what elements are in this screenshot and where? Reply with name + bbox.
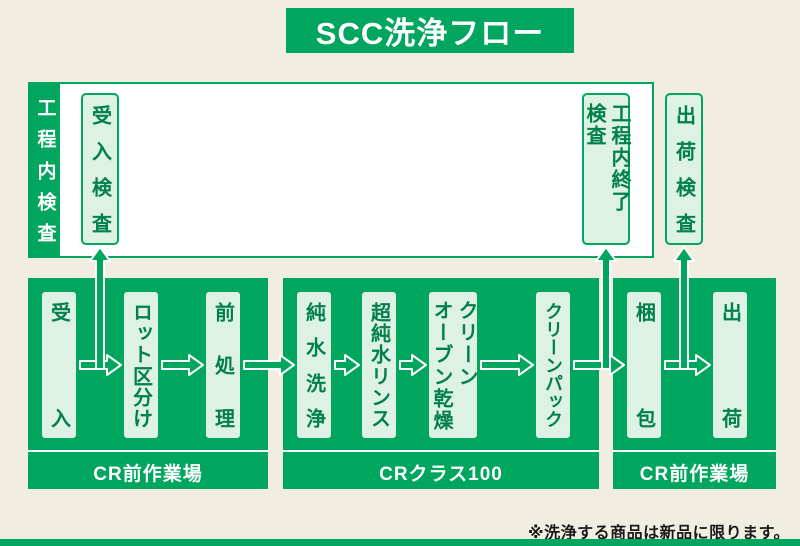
bottom-accent-bar xyxy=(0,539,800,546)
step-box-shipping: 出荷 xyxy=(711,290,749,440)
step-box-clean-oven-drying: クリーン オーブン乾燥 xyxy=(427,290,479,440)
step-label: 出荷 xyxy=(718,302,741,428)
in-process-inspection-strip: 工程内検査 xyxy=(30,84,60,256)
zone-divider xyxy=(613,450,776,452)
step-label: 前処理 xyxy=(211,302,234,428)
page-title: SCC洗浄フロー xyxy=(286,8,574,53)
inspection-panel: 工程内検査 xyxy=(28,82,654,258)
step-box-ultrapure-water-rinse: 超純水リンス xyxy=(360,290,398,440)
step-label: 受入 xyxy=(47,302,70,428)
step-label: 超純水リンス xyxy=(367,302,390,428)
step-box-lot-sorting: ロット区分け xyxy=(122,290,160,440)
step-box-packing: 梱包 xyxy=(625,290,663,440)
footnote: ※洗浄する商品は新品に限ります。 xyxy=(528,525,790,542)
step-box-clean-pack: クリーンパック xyxy=(534,290,572,440)
step-label: ロット区分け xyxy=(129,302,152,428)
zone-label: CR前作業場 xyxy=(93,464,203,485)
final-inspection-label: 工程内終了 検査 xyxy=(583,103,630,213)
in-process-inspection-label: 工程内検査 xyxy=(34,98,56,242)
incoming-inspection-box: 受入検査 xyxy=(81,93,119,245)
step-box-pure-water-washing: 純水洗浄 xyxy=(295,290,333,440)
step-box-pretreatment: 前処理 xyxy=(204,290,242,440)
zone-divider xyxy=(28,450,268,452)
step-label: クリーン オーブン乾燥 xyxy=(430,300,477,432)
zone-divider xyxy=(283,450,599,452)
step-label: 梱包 xyxy=(632,302,655,428)
step-label: クリーンパック xyxy=(543,302,563,428)
incoming-inspection-label: 受入検査 xyxy=(88,105,111,233)
shipping-inspection-label: 出荷検査 xyxy=(672,105,695,233)
final-inspection-box: 工程内終了 検査 xyxy=(582,93,630,245)
zone-label: CR前作業場 xyxy=(639,464,750,485)
step-box-receiving: 受入 xyxy=(40,290,78,440)
zone-label: CRクラス100 xyxy=(379,464,503,485)
step-label: 純水洗浄 xyxy=(302,302,325,428)
shipping-inspection-box: 出荷検査 xyxy=(665,93,703,245)
